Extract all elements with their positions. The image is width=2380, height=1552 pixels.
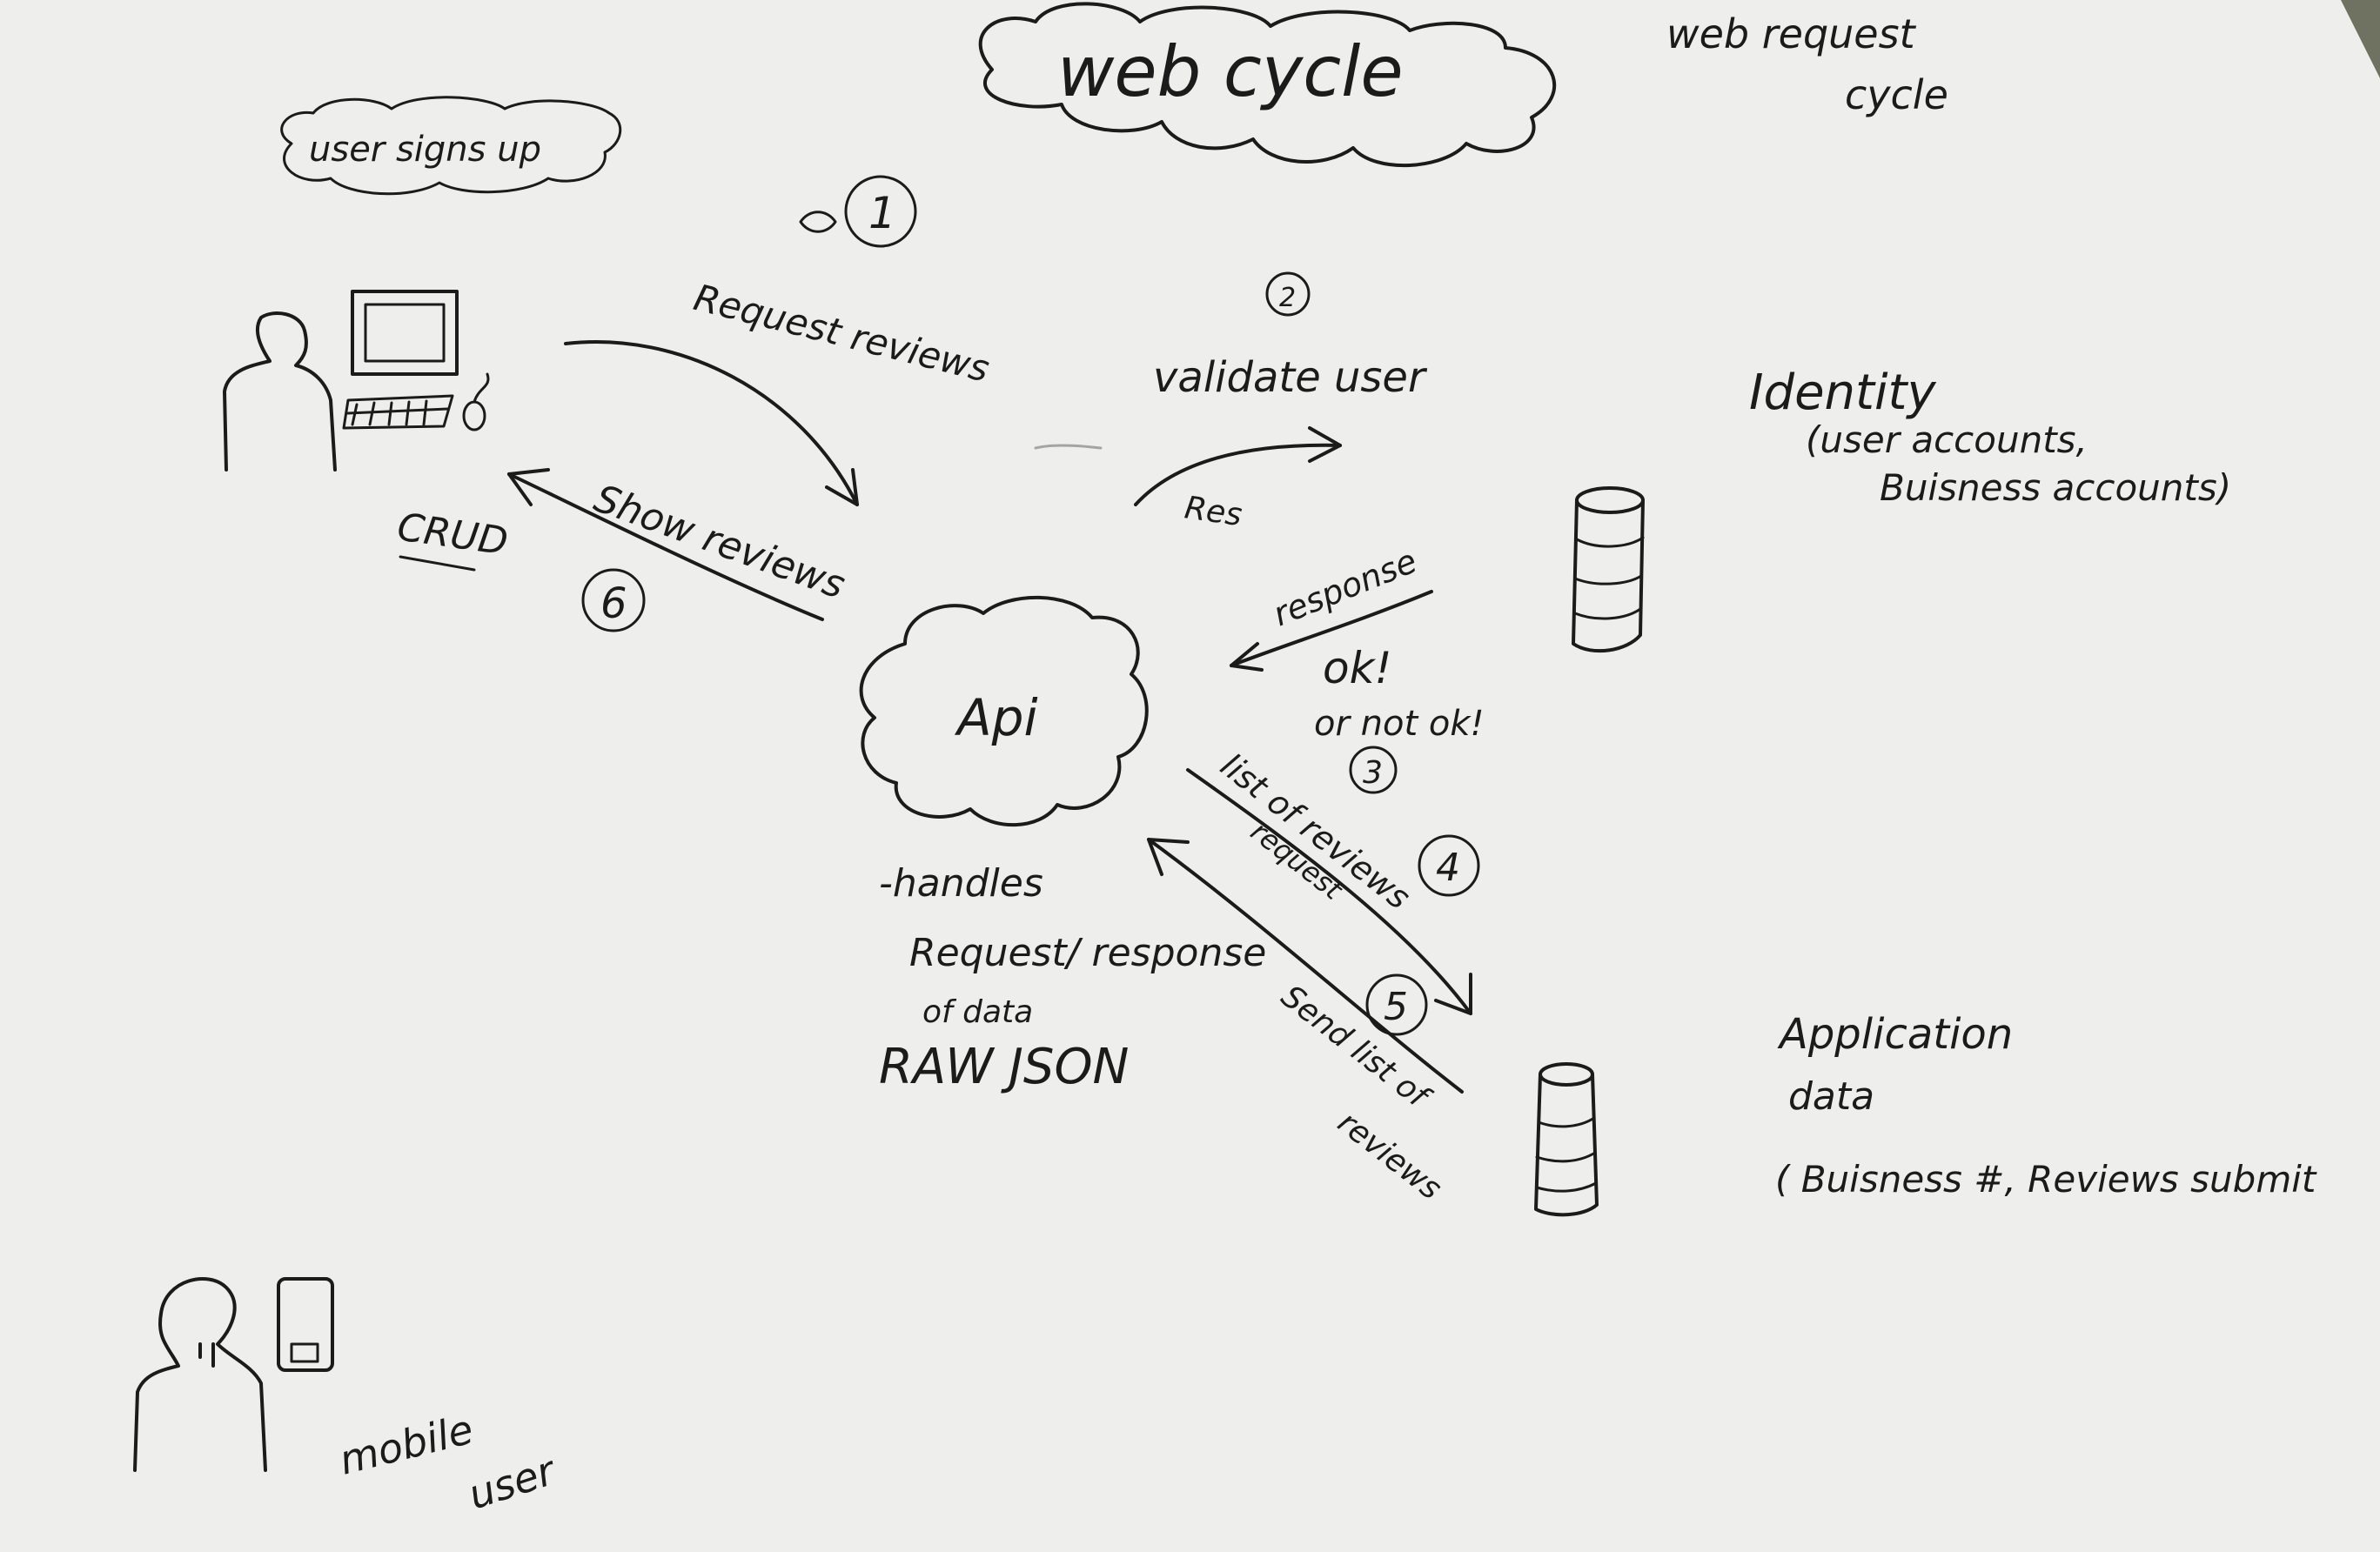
- step-5-circle: [1365, 973, 1428, 1036]
- request-arrow: [1147, 838, 1464, 1094]
- handles-line-2: Request/ response: [909, 931, 1266, 975]
- identity-line-2: Buisness accounts): [1880, 466, 2231, 509]
- computer-monitor: [351, 290, 459, 376]
- handles-line-4: RAW JSON: [879, 1039, 1129, 1095]
- identity-database-icon: [1572, 486, 1645, 653]
- application-line-2: ( Buisness #, Reviews submit: [1775, 1158, 2317, 1201]
- validate-user-label: validate user: [1153, 353, 1428, 402]
- identity-title: Identity: [1749, 365, 1936, 421]
- response-arrow: [1230, 590, 1433, 667]
- step-3-number: 3: [1363, 755, 1383, 791]
- show-reviews-arrow: [507, 472, 824, 621]
- user-signs-up-cloud: user signs up: [280, 96, 622, 196]
- validate-user-arrow: [1134, 443, 1342, 506]
- desktop-user-figure: [223, 290, 490, 472]
- step-1-circle: [844, 175, 917, 248]
- step-4-number: 4: [1436, 846, 1460, 890]
- user-signs-up-text: user signs up: [309, 130, 541, 170]
- application-database-icon: [1534, 1062, 1599, 1217]
- step-2-circle: [1265, 271, 1311, 317]
- step-4-circle: [1418, 834, 1480, 897]
- application-title: Application: [1777, 1010, 2013, 1059]
- identity-line-1: (user accounts,: [1806, 418, 2088, 461]
- title-cloud: web cycle: [978, 2, 1557, 168]
- step-1-number: 1: [868, 188, 896, 238]
- handles-line-1: -handles: [879, 861, 1043, 906]
- phone-icon: [277, 1277, 334, 1372]
- application-line-1: data: [1788, 1074, 1874, 1119]
- subtitle-line-2: cycle: [1845, 71, 1948, 118]
- or-not-ok-label: or not ok!: [1314, 704, 1485, 744]
- title-text: web cycle: [1057, 31, 1404, 112]
- step-5-number: 5: [1384, 985, 1408, 1029]
- step-3-circle: [1349, 746, 1398, 794]
- handles-line-3: of data: [922, 994, 1033, 1030]
- step-2-number: 2: [1279, 283, 1296, 313]
- ok-label: ok!: [1323, 643, 1392, 693]
- api-cloud: Api: [859, 595, 1149, 827]
- list-of-reviews-arrow: [1186, 768, 1472, 1015]
- api-label: Api: [954, 688, 1038, 747]
- keyboard: [342, 394, 454, 430]
- step-6-number: 6: [600, 579, 627, 628]
- step-6-circle: [581, 568, 646, 632]
- subtitle-line-1: web request: [1666, 10, 1917, 57]
- res-label: Res: [1183, 490, 1244, 533]
- request-reviews-arrow: [564, 340, 859, 506]
